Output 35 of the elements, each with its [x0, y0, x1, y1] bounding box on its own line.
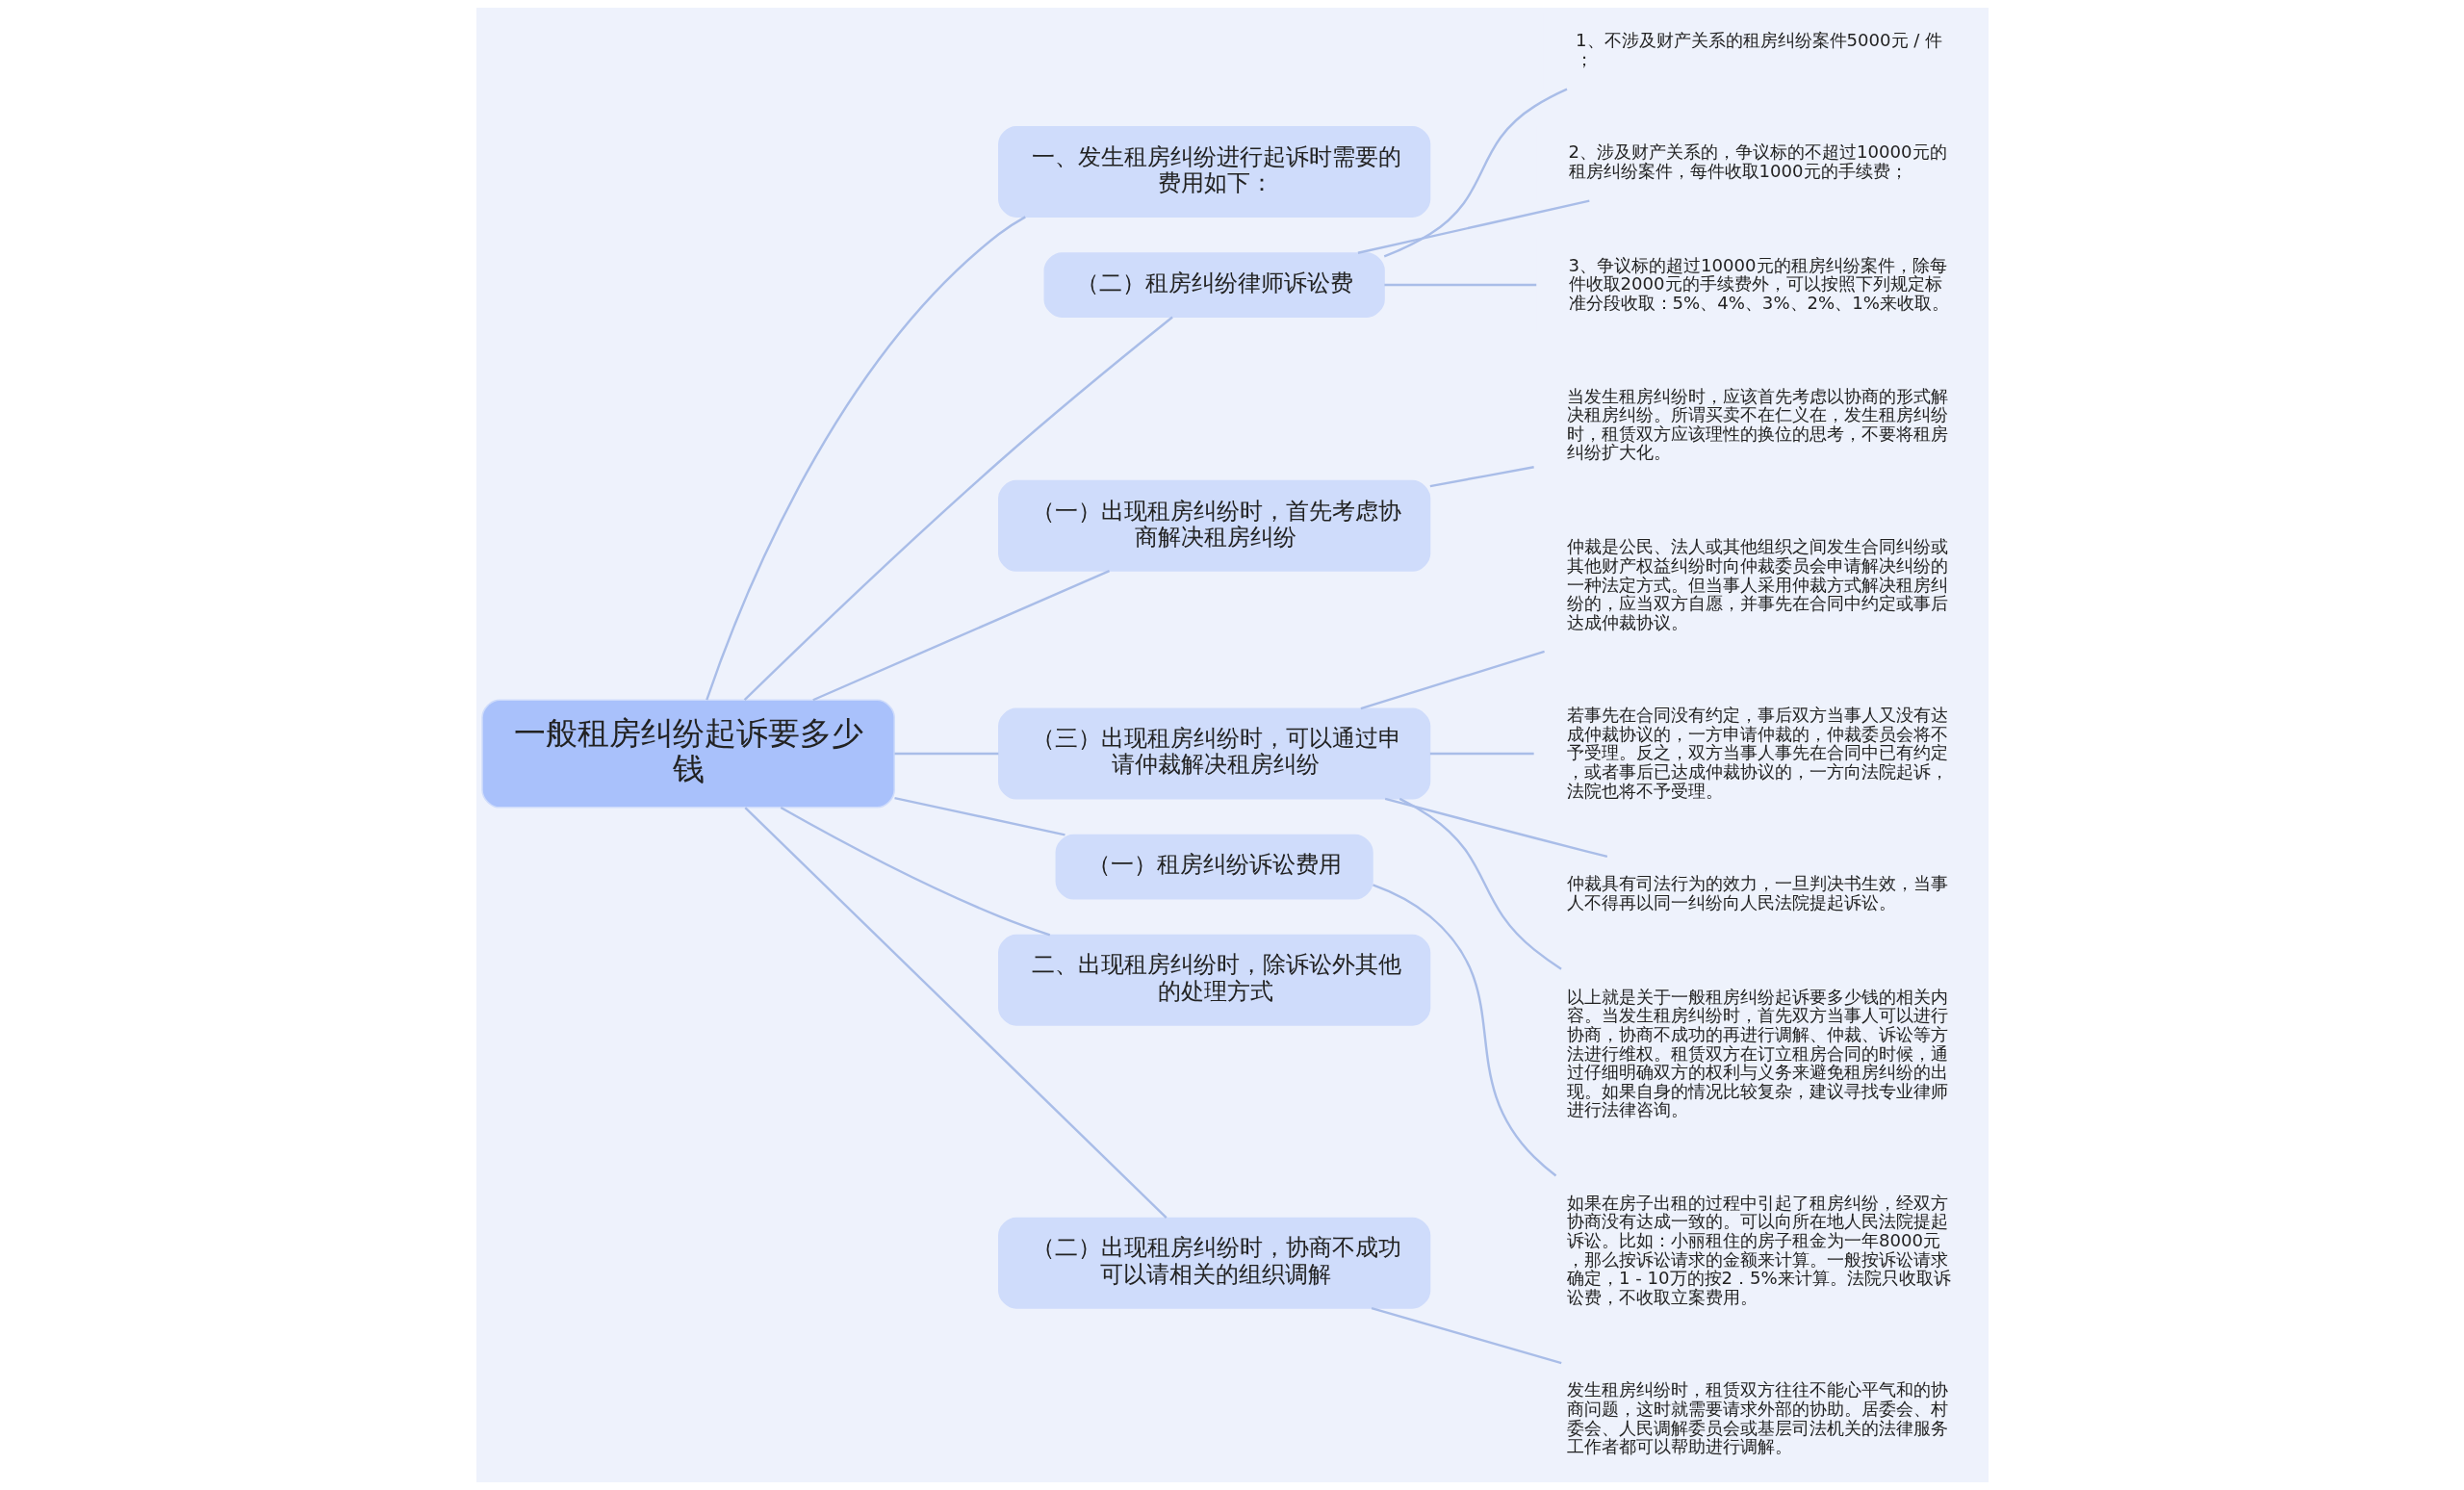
node-text: 发生租房纠纷时，租赁双方往往不能心平气和的协商问题，这时就需要请求外部的协助。居委会、村委会、人民调解委员会或基层司法机关的法律服务工作者都可以帮助进行调解。	[1566, 1379, 1948, 1457]
connector	[811, 570, 1110, 702]
connector	[1384, 797, 1607, 859]
node-box: （一）出现租房纠纷时，首先考虑协商解决租房纠纷	[997, 479, 1430, 572]
connector	[743, 807, 1168, 1219]
connector	[1429, 752, 1534, 756]
node-box: （一）租房纠纷诉讼费用	[1055, 834, 1373, 900]
connector	[705, 216, 1026, 701]
connector	[1357, 199, 1590, 254]
connector	[1399, 797, 1562, 970]
node-text: 1、不涉及财产关系的租房纠纷案件5000元 / 件；	[1575, 30, 1942, 69]
connector	[1429, 466, 1534, 488]
node-box: （二）租房纠纷律师诉讼费	[1043, 252, 1385, 318]
connector	[780, 807, 1050, 937]
connector	[1383, 88, 1567, 258]
connector	[894, 752, 998, 756]
node-box: 一、发生租房纠纷进行起诉时需要的费用如下：	[997, 125, 1430, 218]
node-text: 若事先在合同没有约定，事后双方当事人又没有达成仲裁协议的，一方申请仲裁的，仲裁委员会将不予受理。反之，双方当事人事先在合同中已有约定，或者事后已达成仲裁协议的，一方向法院起诉，法院也将不予受理。	[1566, 705, 1948, 801]
node-text: 以上就是关于一般租房纠纷起诉要多少钱的相关内容。当发生租房纠纷时，首先双方当事人可以进行协商，协商不成功的再进行调解、仲裁、诉讼等方法进行维权。租赁双方在订立租房合同的时候，通过仔细明确双方的权利与义务来避免租房纠纷的出现。如果自身的情况比较复杂，建议寻找专业律师进行法律咨询。	[1566, 986, 1948, 1120]
node-text: 仲裁具有司法行为的效力，一旦判决书生效，当事人不得再以同一纠纷向人民法院提起诉讼。	[1566, 873, 1948, 912]
connector	[1372, 884, 1556, 1177]
node-box: 二、出现租房纠纷时，除诉讼外其他的处理方式	[997, 934, 1430, 1026]
node-text: 2、涉及财产关系的，争议标的不超过10000元的租房纠纷案件，每件收取1000元的手续费；	[1568, 141, 1947, 181]
connector	[893, 796, 1065, 836]
connector	[1383, 283, 1536, 287]
node-box: （二）出现租房纠纷时，协商不成功可以请相关的组织调解	[997, 1217, 1430, 1309]
node-text: 3、争议标的超过10000元的租房纠纷案件，除每件收取2000元的手续费外，可以按照下列规定标准分段收取：5%、4%、3%、2%、1%来收取。	[1568, 254, 1949, 314]
node-text: 当发生租房纠纷时，应该首先考虑以协商的形式解决租房纠纷。所谓买卖不在仁义在，发生租房纠纷时，租赁双方应该理性的换位的思考，不要将租房纠纷扩大化。	[1566, 385, 1948, 463]
connector	[743, 316, 1173, 701]
node-text: 如果在房子出租的过程中引起了租房纠纷，经双方协商没有达成一致的。可以向所在地人民法院提起诉讼。比如：小丽租住的房子租金为一年8000元，那么按诉讼请求的金额来计算。一般按诉讼请求确定，1 - 10万的按2．5%来计算。法院只收取诉讼费，不收取立案费用。	[1566, 1192, 1951, 1307]
connector	[1360, 650, 1545, 710]
node-box: （三）出现租房纠纷时，可以通过申请仲裁解决租房纠纷	[997, 707, 1430, 800]
node-box: 一般租房纠纷起诉要多少钱	[480, 699, 895, 809]
connector	[1371, 1306, 1562, 1365]
node-text: 仲裁是公民、法人或其他组织之间发生合同纠纷或其他财产权益纠纷时向仲裁委员会申请解决纠纷的一种法定方式。但当事人采用仲裁方式解决租房纠纷的，应当双方自愿，并事先在合同中约定或事后达成仲裁协议。	[1566, 536, 1948, 632]
